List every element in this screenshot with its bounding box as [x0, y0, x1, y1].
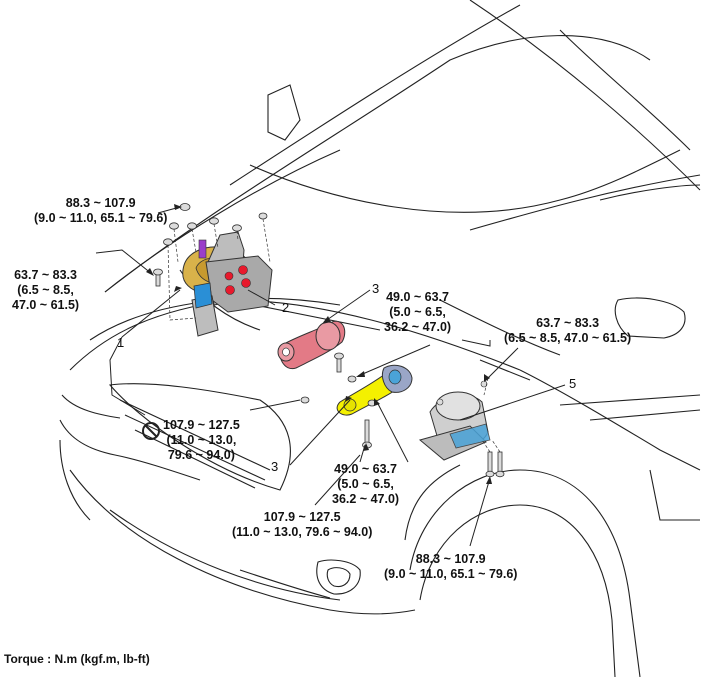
torque-conversion: (11.0 ~ 13.0,: [166, 433, 237, 447]
torque-conversion: 36.2 ~ 47.0): [384, 320, 452, 334]
bolt-guide-lines-upper: [167, 218, 271, 321]
bolt-set-upper-left: [153, 203, 268, 287]
callout-3-upper: 3: [372, 281, 380, 296]
torque-label-transmission-left: 63.7 ~ 83.3 (6.5 ~ 8.5, 47.0 ~ 61.5): [12, 268, 79, 313]
bolt-guide-lines-right: [481, 377, 501, 453]
car-body-outline: [59, 0, 701, 678]
transmission-mount: [182, 231, 273, 337]
torque-conversion: 79.6 ~ 94.0): [167, 448, 235, 462]
leader-lines: [95, 206, 566, 547]
torque-value: 107.9 ~ 127.5: [163, 418, 240, 432]
torque-value: 49.0 ~ 63.7: [334, 462, 397, 476]
arrowheads: [146, 204, 492, 484]
torque-label-roll-rod: 49.0 ~ 63.7 (5.0 ~ 6.5, 36.2 ~ 47.0): [332, 462, 399, 507]
torque-conversion: (6.5 ~ 8.5, 47.0 ~ 61.5): [504, 331, 632, 345]
callout-3-lower: 3: [271, 459, 279, 474]
torque-conversion: (9.0 ~ 11.0, 65.1 ~ 79.6): [34, 211, 168, 225]
torque-label-transmission-top: 88.3 ~ 107.9 (9.0 ~ 11.0, 65.1 ~ 79.6): [34, 196, 167, 226]
torque-label-front-roll-stopper: 49.0 ~ 63.7 (5.0 ~ 6.5, 36.2 ~ 47.0): [384, 290, 451, 335]
torque-conversion: (5.0 ~ 6.5,: [389, 305, 446, 319]
torque-conversion: (6.5 ~ 8.5,: [17, 283, 74, 297]
callout-2: 2: [282, 300, 290, 315]
torque-label-roll-rod-bracket: 107.9 ~ 127.5 (11.0 ~ 13.0, 79.6 ~ 94.0): [163, 418, 240, 463]
torque-conversion: 36.2 ~ 47.0): [332, 492, 400, 506]
torque-label-engine-mount: 63.7 ~ 83.3 (6.5 ~ 8.5, 47.0 ~ 61.5): [504, 316, 631, 346]
torque-value: 107.9 ~ 127.5: [263, 510, 341, 524]
torque-label-engine-mount-lower: 88.3 ~ 107.9 (9.0 ~ 11.0, 65.1 ~ 79.6): [384, 552, 517, 582]
torque-value: 88.3 ~ 107.9: [65, 196, 136, 210]
torque-value: 88.3 ~ 107.9: [415, 552, 486, 566]
callout-5: 5: [569, 376, 577, 391]
torque-conversion: (9.0 ~ 11.0, 65.1 ~ 79.6): [384, 567, 518, 581]
engine-mount: [418, 380, 491, 461]
prohibition-icon: [142, 422, 160, 440]
bolt-set-middle: [300, 352, 377, 449]
front-roll-stopper: [277, 320, 346, 370]
rear-roll-rod: [336, 364, 413, 416]
torque-label-roll-rod-lower: 107.9 ~ 127.5 (11.0 ~ 13.0, 79.6 ~ 94.0): [232, 510, 372, 540]
torque-conversion: (11.0 ~ 13.0, 79.6 ~ 94.0): [232, 525, 373, 539]
torque-unit-note: Torque : N.m (kgf.m, lb-ft): [4, 652, 150, 666]
torque-conversion: (5.0 ~ 6.5,: [337, 477, 394, 491]
torque-value: 63.7 ~ 83.3: [14, 268, 77, 282]
bolt-set-right: [485, 451, 505, 478]
torque-conversion: 47.0 ~ 61.5): [12, 298, 80, 312]
torque-value: 63.7 ~ 83.3: [536, 316, 600, 330]
torque-value: 49.0 ~ 63.7: [386, 290, 449, 304]
callout-1: 1: [117, 335, 125, 350]
